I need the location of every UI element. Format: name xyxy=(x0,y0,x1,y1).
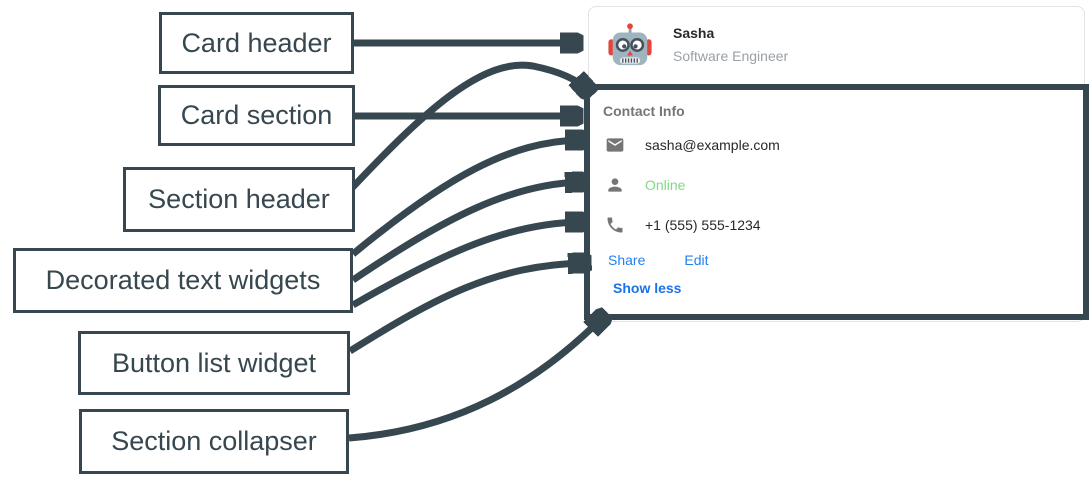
section-header-title: Contact Info xyxy=(603,103,685,119)
card-header: Sasha Software Engineer xyxy=(589,7,1084,67)
section-collapser-button[interactable]: Show less xyxy=(613,280,682,296)
share-button[interactable]: Share xyxy=(608,252,646,268)
decorated-text-status: Online xyxy=(605,173,685,197)
button-list: Share Edit xyxy=(608,252,708,268)
edit-button[interactable]: Edit xyxy=(684,252,709,268)
phone-icon xyxy=(607,217,623,233)
annotation-box-card-header: Card header xyxy=(159,12,354,74)
annotation-box-button-list-widget: Button list widget xyxy=(78,331,350,395)
card-header-text: Sasha Software Engineer xyxy=(673,25,788,64)
card-section: Contact Info sasha@example.com Online +1… xyxy=(584,84,1089,320)
arrow-decorated-text-status xyxy=(351,182,581,283)
annotation-box-decorated-text-widgets: Decorated text widgets xyxy=(13,248,353,313)
robot-avatar-icon xyxy=(608,23,652,66)
arrow-section-header xyxy=(349,61,587,191)
person-icon xyxy=(608,178,622,192)
annotation-box-section-collapser: Section collapser xyxy=(79,409,349,474)
annotation-box-card-section: Card section xyxy=(158,85,355,146)
decorated-text-phone: +1 (555) 555-1234 xyxy=(605,213,761,237)
arrow-button-list xyxy=(348,263,584,354)
email-text: sasha@example.com xyxy=(645,137,780,153)
arrow-section-collapser xyxy=(348,318,602,442)
arrow-decorated-text-email xyxy=(350,140,581,257)
email-icon xyxy=(606,138,624,152)
annotation-box-section-header: Section header xyxy=(123,167,355,232)
person-role: Software Engineer xyxy=(673,47,789,64)
status-text: Online xyxy=(645,177,686,193)
decorated-text-email: sasha@example.com xyxy=(605,133,780,157)
phone-text: +1 (555) 555-1234 xyxy=(645,217,761,233)
arrow-button-list-helper xyxy=(351,222,581,309)
person-name: Sasha xyxy=(673,24,715,41)
